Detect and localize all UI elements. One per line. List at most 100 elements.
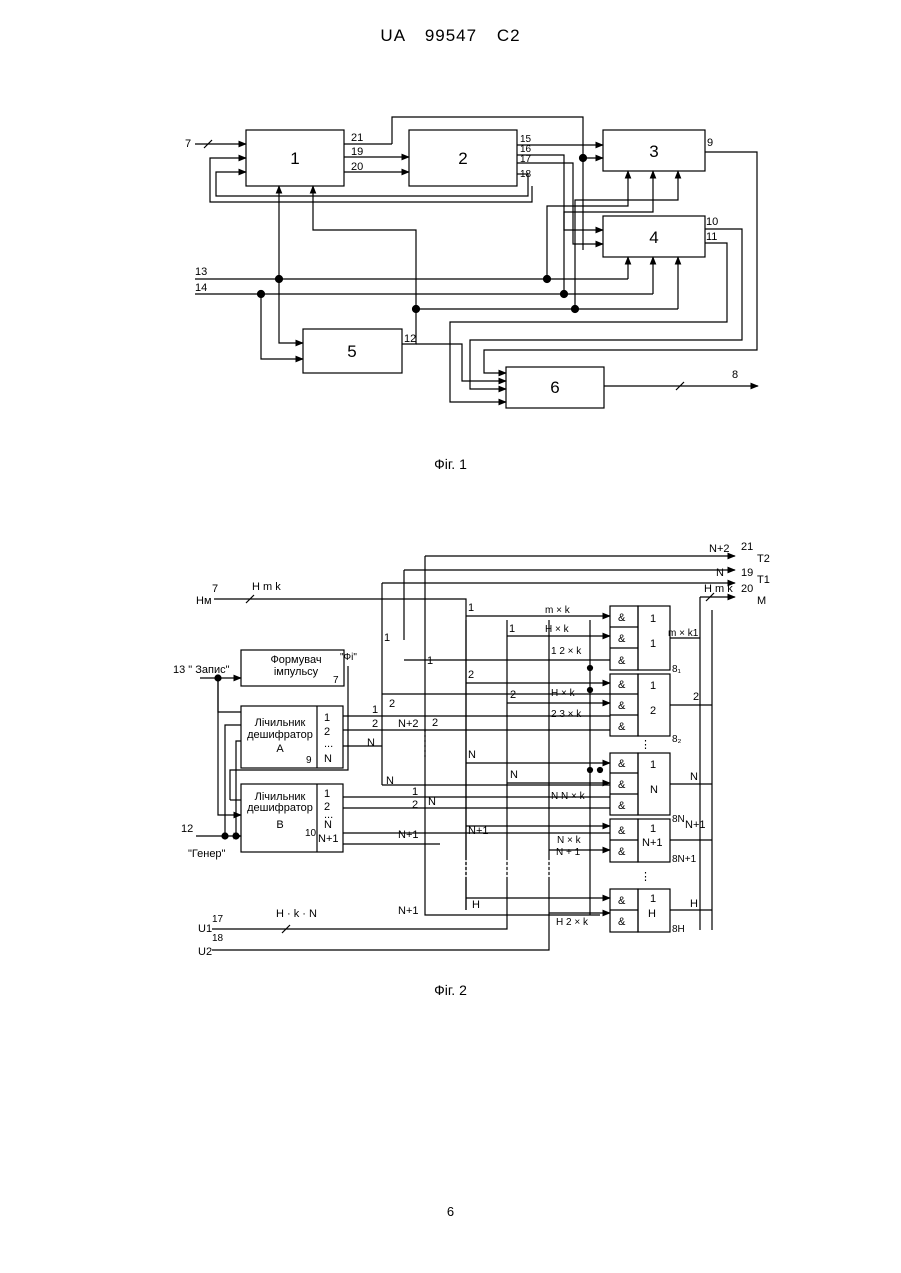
- counter-a-title: Лічильник: [255, 717, 306, 729]
- counter-b-pin-n1: N+1: [318, 833, 339, 845]
- counter-b-subtitle: дешифратор: [247, 802, 313, 814]
- gate-n1-sub: 1: [650, 823, 656, 835]
- bus-h2k: H 2 × k: [556, 917, 589, 928]
- bus-1b: 1: [384, 632, 390, 644]
- fig1-input-13: 13: [195, 266, 207, 278]
- out-m: M: [757, 595, 766, 607]
- gate-and: &: [618, 655, 626, 667]
- figure-2-caption: Фіг. 2: [0, 982, 901, 998]
- bus-2: 2: [468, 669, 474, 681]
- bus-an2: N+2: [398, 718, 419, 730]
- out-t2: T2: [757, 553, 770, 565]
- out-t1-num: 19: [741, 567, 753, 579]
- out-t1: T1: [757, 574, 770, 586]
- gate-and: &: [618, 779, 626, 791]
- out-m-num: 20: [741, 583, 753, 595]
- bus-2c: 2: [389, 698, 395, 710]
- input-gen: "Генер": [188, 848, 226, 860]
- bus-b2: 2: [412, 799, 418, 811]
- block-1-label: 1: [290, 149, 299, 168]
- counter-a-pin-dots: ...: [324, 738, 333, 750]
- bus-nd: N: [510, 769, 518, 781]
- input-hm: Hм: [196, 595, 212, 607]
- counter-a-name: А: [276, 743, 284, 755]
- page-number: 6: [0, 1204, 901, 1219]
- formuvach-output: "Фі": [340, 652, 357, 663]
- block-2-label: 2: [458, 149, 467, 168]
- bus-1d: 1: [427, 655, 433, 667]
- ellipsis: ⋮: [640, 871, 651, 883]
- counter-b-pin-10: 10: [305, 828, 317, 839]
- out-t2-top: N+2: [709, 543, 730, 555]
- out-bus-n: N: [690, 771, 698, 783]
- bus-nk: N × k: [557, 835, 582, 846]
- gate-and: &: [618, 800, 626, 812]
- formuvach-subtitle: імпульсу: [274, 666, 319, 678]
- fig1-pin-20: 20: [351, 161, 363, 173]
- gate-and: &: [618, 700, 626, 712]
- counter-a-pin-1: 1: [324, 712, 330, 724]
- bus-1c: 1: [509, 623, 515, 635]
- input-hm-num: 7: [212, 583, 218, 595]
- gate-and: &: [618, 916, 626, 928]
- counter-a-pin-2: 2: [324, 726, 330, 738]
- input-18: 18: [212, 933, 224, 944]
- bus-hk2: H × k: [551, 688, 576, 699]
- input-hm-bus: H m k: [252, 581, 281, 593]
- bus-h: H: [472, 899, 480, 911]
- figure-1-caption: Фіг. 1: [0, 456, 901, 472]
- gate-n-out: 8N: [672, 814, 685, 825]
- formuvach-title: Формувач: [270, 654, 321, 666]
- bus-mk: m × k: [545, 605, 571, 616]
- counter-b-pin-n: N: [324, 819, 332, 831]
- counter-b-name: В: [276, 819, 283, 831]
- input-u-bus: H · k · N: [276, 908, 317, 920]
- gate-h-out: 8H: [672, 924, 685, 935]
- bus-hk: H × k: [545, 624, 570, 635]
- input-zapys: 13 " Запис": [173, 664, 230, 676]
- bus-bn1-b: N+1: [398, 905, 419, 917]
- gate-block-h: & & 1 H 8H: [610, 889, 685, 935]
- fig1-pin-11: 11: [706, 231, 717, 243]
- fig1-output-8: 8: [732, 369, 738, 381]
- bus-n1: N+1: [468, 825, 489, 837]
- bus-bn: N: [428, 796, 436, 808]
- bus-a1: 1: [372, 704, 378, 716]
- counter-a-pin-9: 9: [306, 755, 312, 766]
- gate-block-n: & & & 1 N 8N: [610, 753, 685, 825]
- bus-1: 1: [468, 602, 474, 614]
- input-gen-num: 12: [181, 823, 193, 835]
- fig1-pin-10: 10: [706, 216, 718, 228]
- gate-and: &: [618, 758, 626, 770]
- block-5-label: 5: [347, 342, 356, 361]
- gate-block-1: & & & 1 1 8₁: [610, 606, 682, 675]
- fig1-pin-9: 9: [707, 137, 713, 149]
- gate-block-2: & & & 1 2 8₂: [610, 674, 682, 745]
- fig1-pin-12: 12: [404, 333, 416, 345]
- counter-a-subtitle: дешифратор: [247, 729, 313, 741]
- bus-a2: 2: [372, 718, 378, 730]
- fig1-pin-19: 19: [351, 146, 363, 158]
- bus-an: N: [367, 737, 375, 749]
- block-4-label: 4: [649, 228, 658, 247]
- figure-2: Формувач імпульсу 7 "Фі" Лічильник дешиф…: [173, 541, 770, 958]
- bus-23k: 2 3 × k: [551, 709, 582, 720]
- gate-h-num: H: [648, 908, 656, 920]
- bus-bn1: N+1: [398, 829, 419, 841]
- counter-b-pin-1: 1: [324, 788, 330, 800]
- gate-and: &: [618, 612, 626, 624]
- bus-12k: 1 2 × k: [551, 646, 582, 657]
- gate-and: &: [618, 895, 626, 907]
- figure-1: 1 2 3 4 5 6 7 21 19 20 15 16 17 18: [185, 117, 758, 408]
- gate-2-sub: 1: [650, 680, 656, 692]
- fig1-input-7: 7: [185, 138, 191, 150]
- out-t1-top: N: [716, 567, 724, 579]
- fig1-pin-21: 21: [351, 132, 363, 144]
- out-t2-num: 21: [741, 541, 753, 553]
- out-bus-n1: N+1: [685, 819, 706, 831]
- gate-n1-out: 8N+1: [672, 854, 697, 865]
- input-u2: U2: [198, 946, 212, 958]
- gate-1-num: 1: [650, 638, 656, 650]
- fig1-pin-18: 18: [520, 169, 532, 180]
